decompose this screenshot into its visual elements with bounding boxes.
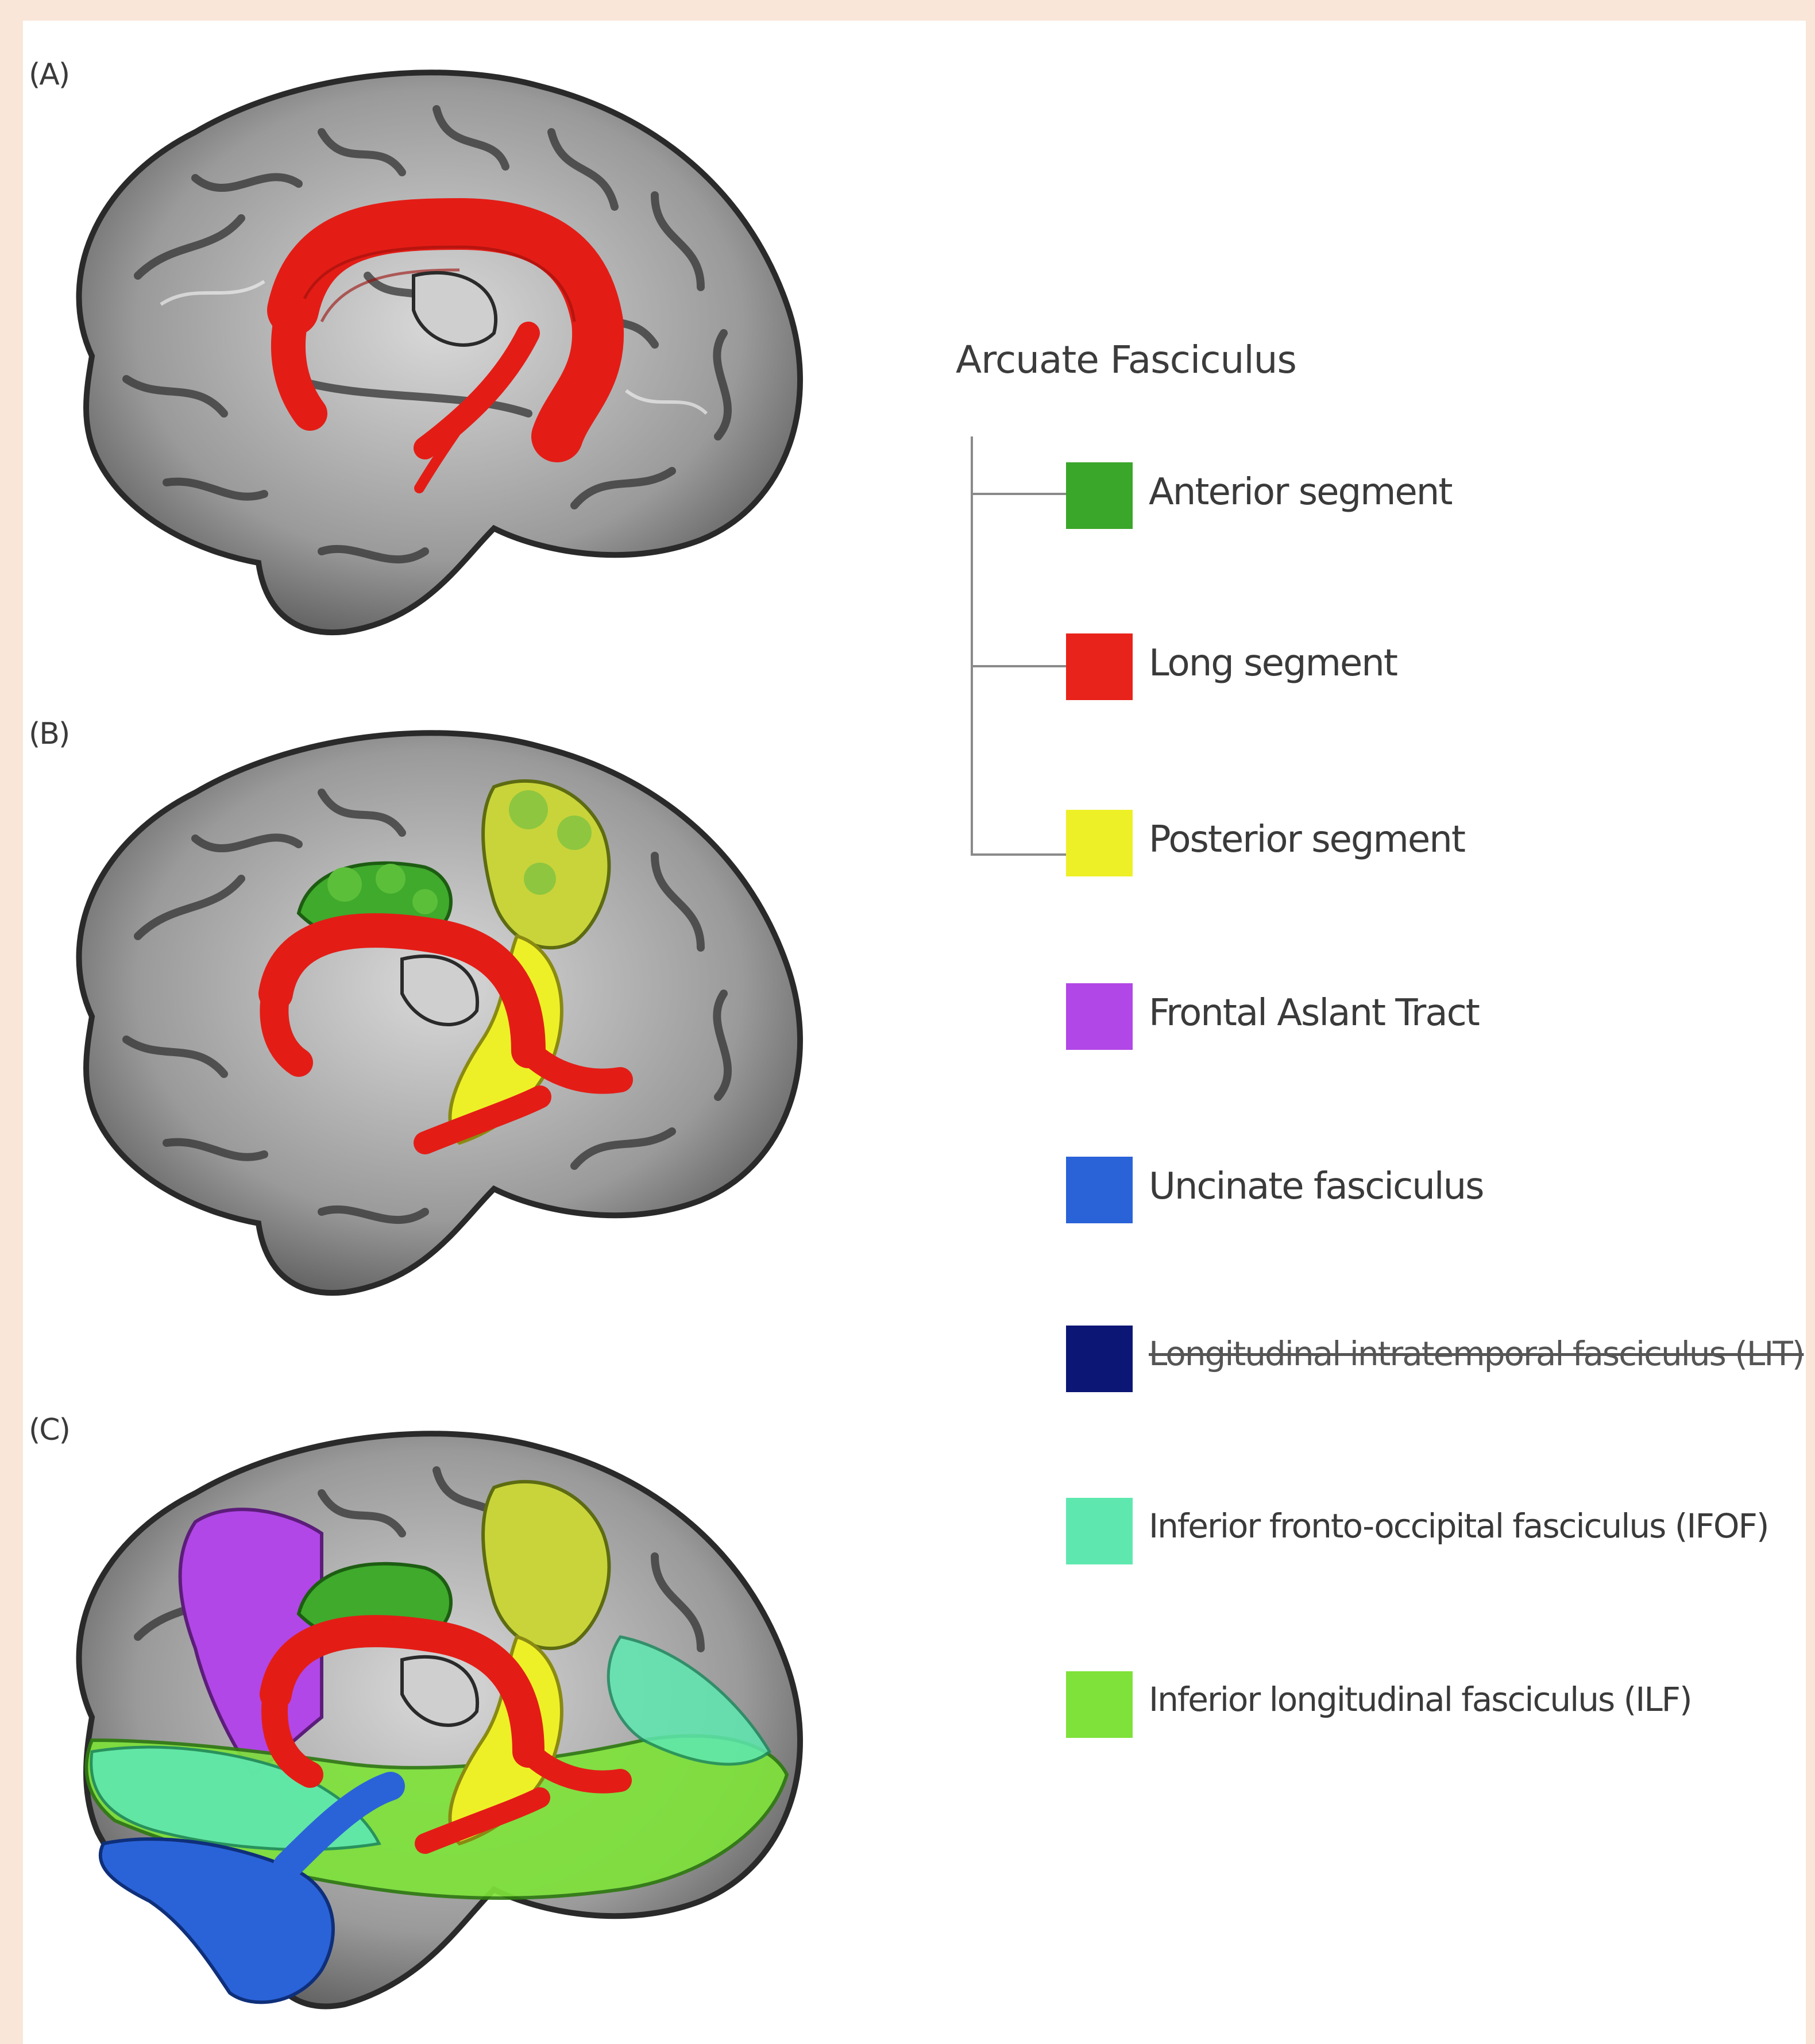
brain-illustration-a [23, 34, 827, 643]
legend-tree-branch-long [972, 665, 1069, 667]
legend-label-posterior-segment: Posterior segment [1149, 818, 1465, 861]
legend-swatch-posterior-segment [1066, 810, 1133, 876]
legend-swatch-frontal-aslant-tract [1066, 983, 1133, 1050]
legend-swatch-lit [1066, 1326, 1133, 1392]
legend-label-lit: Longitudinal intratemporal fasciculus (L… [1149, 1334, 1804, 1373]
legend-swatch-anterior-segment [1066, 462, 1133, 529]
legend-label-anterior-segment: Anterior segment [1149, 471, 1451, 513]
legend-swatch-ilf [1066, 1671, 1133, 1738]
legend-label-long-segment: Long segment [1149, 642, 1397, 685]
brain-illustration-b [23, 689, 827, 1309]
legend-label-ifof: Inferior fronto-occipital fasciculus (IF… [1149, 1506, 1768, 1545]
legend-swatch-ifof [1066, 1498, 1133, 1564]
legend-label-ilf: Inferior longitudinal fasciculus (ILF) [1149, 1680, 1692, 1719]
legend-title: Arcuate Fasciculus [956, 338, 1296, 382]
legend-label-frontal-aslant-tract: Frontal Aslant Tract [1149, 992, 1479, 1034]
brain-illustration-c [23, 1390, 827, 2033]
legend-tree-trunk [971, 436, 973, 856]
legend-tree-branch-posterior [972, 853, 1069, 856]
legend-label-uncinate-fasciculus: Uncinate fasciculus [1149, 1165, 1483, 1208]
legend-swatch-uncinate-fasciculus [1066, 1157, 1133, 1223]
legend-swatch-long-segment [1066, 633, 1133, 700]
legend-tree-branch-anterior [972, 493, 1069, 495]
